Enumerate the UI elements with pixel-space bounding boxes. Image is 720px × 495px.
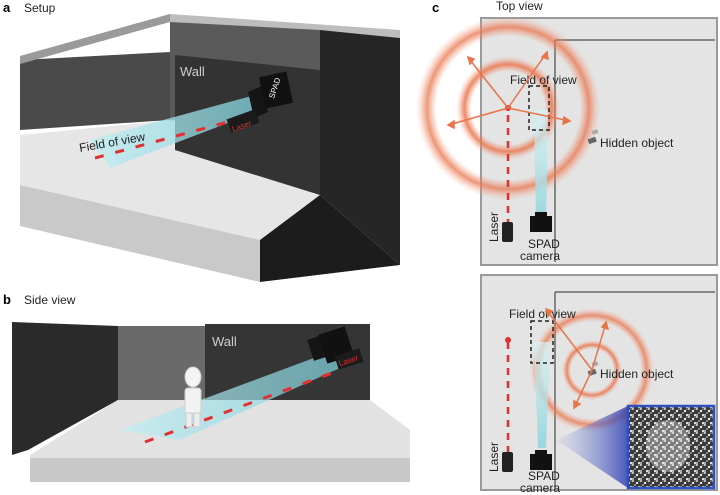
panel-a: a Setup Wall Field of view SPAD	[3, 0, 400, 282]
spad-camera-label-2a: SPAD	[528, 469, 560, 483]
hidden-person	[184, 366, 202, 428]
side-back-wall	[118, 326, 205, 400]
spad-camera-label-1b: camera	[520, 249, 560, 263]
inset-cone	[556, 406, 628, 488]
panel-a-title: Setup	[24, 1, 56, 15]
laser-icon-2	[502, 452, 513, 472]
right-wall	[320, 30, 400, 265]
side-floor	[30, 400, 410, 458]
hidden-object-label-2: Hidden object	[600, 367, 674, 381]
laser-label-c1: Laser	[487, 212, 501, 242]
panel-a-letter: a	[3, 0, 11, 15]
side-left-wall	[12, 322, 118, 455]
panel-c-letter: c	[432, 0, 439, 15]
spad-frame-inset	[626, 404, 716, 490]
fov-label-c1: Field of view	[510, 73, 577, 87]
floor	[20, 120, 320, 240]
laser-device-b: Laser	[334, 348, 364, 370]
wave-arrows-1	[446, 50, 572, 130]
laser-label-c2: Laser	[487, 442, 501, 472]
laser-line-b	[144, 368, 341, 444]
panel-b-letter: b	[3, 292, 11, 307]
side-floor-front	[30, 458, 410, 482]
wall-label-a: Wall	[180, 64, 205, 79]
fov-box-1	[528, 85, 550, 131]
fov-box-2	[530, 320, 554, 364]
spad-camera-a: SPAD	[248, 71, 294, 118]
panel-c: c Top view Field of view Laser SPAD came…	[416, 0, 718, 495]
spad-icon-2	[530, 454, 552, 470]
spad-camera-label-2b: camera	[520, 481, 560, 495]
top-edge	[170, 14, 400, 38]
inset-highlight	[646, 420, 690, 472]
back-wall	[20, 52, 170, 130]
floor-right-shadow	[260, 195, 400, 282]
fov-label-c2: Field of view	[509, 307, 576, 321]
laser-icon-1	[502, 222, 513, 242]
fov-beam-c1	[534, 110, 548, 225]
fov-beam-a	[90, 95, 262, 168]
wave-arrows-2	[544, 307, 610, 410]
top-view-1: Field of view Laser SPAD camera Hidden o…	[416, 16, 718, 266]
hidden-object-1	[587, 129, 599, 145]
panel-c-title: Top view	[496, 0, 543, 13]
floor-front	[20, 185, 260, 282]
top-view-2: Field of view Laser SPAD camera Hidden o…	[480, 274, 718, 495]
spad-camera-label-1a: SPAD	[528, 237, 560, 251]
spad-icon-1	[530, 216, 552, 232]
fov-beam-b	[120, 352, 340, 440]
panel-b: b Side view Wall Laser	[3, 292, 410, 482]
laser-line-a	[94, 118, 236, 160]
panel-b-title: Side view	[24, 293, 76, 307]
top-edge-left	[20, 14, 170, 64]
hidden-object-label-1: Hidden object	[600, 136, 674, 150]
fov-beam-c2	[534, 342, 550, 448]
wall-label-b: Wall	[212, 334, 237, 349]
